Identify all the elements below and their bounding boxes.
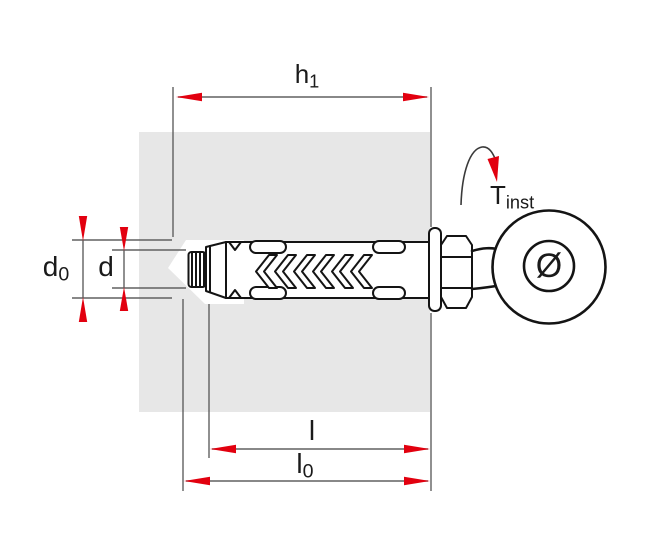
arrow-d0-top: [78, 216, 88, 241]
arrow-l-right: [404, 444, 430, 454]
dimension-lines: [72, 87, 432, 491]
arrow-d-top: [119, 227, 129, 251]
threaded-tip: [187, 251, 207, 288]
expander-cone: [205, 241, 227, 299]
expansion-sleeve: [225, 240, 430, 300]
arrow-d-bottom: [119, 287, 129, 311]
sleeve-slot: [249, 286, 287, 300]
dim-label-d0: d0: [42, 250, 70, 286]
dim-label-d: d: [98, 251, 114, 282]
arrow-h1-right: [403, 92, 429, 102]
anchor-assembly: [187, 209, 607, 325]
dim-label-h1: h1: [294, 59, 320, 92]
hex-nut: [440, 235, 473, 309]
eye-ring: [470, 209, 607, 325]
dimension-arrowheads: [78, 92, 430, 486]
sleeve-slot: [249, 240, 287, 254]
arrow-l-left: [210, 444, 236, 454]
torque-arrowhead-icon: [487, 156, 499, 182]
arrow-l0-right: [404, 476, 430, 486]
label-torque-tinst: Tinst: [490, 180, 535, 213]
arrow-l0-left: [184, 476, 210, 486]
torque-rotation-arrow: [460, 146, 499, 206]
dim-label-l: l: [308, 415, 316, 446]
sleeve-slot: [372, 286, 406, 300]
sleeve-slot: [372, 240, 406, 254]
label-eye-diameter: Ø: [535, 247, 563, 285]
arrow-d0-bottom: [78, 297, 88, 322]
arrow-h1-left: [176, 92, 202, 102]
dim-label-l0: l0: [296, 447, 314, 483]
chevron-pattern: [255, 254, 373, 289]
washer: [428, 227, 442, 312]
